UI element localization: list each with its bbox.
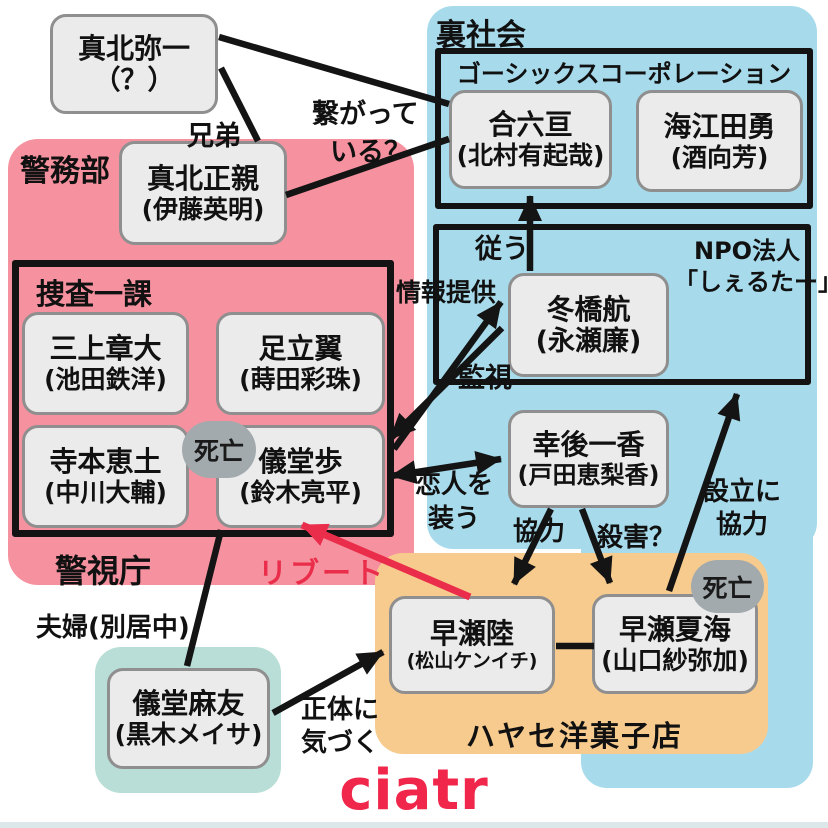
person-actor: (鈴木亮平) xyxy=(239,478,362,508)
death-badge-natsumi: 死亡 xyxy=(691,560,764,613)
person-name: 足立翼 xyxy=(258,332,343,366)
person-name: 幸後一香 xyxy=(532,428,645,462)
gothics-corp-frame xyxy=(435,48,813,209)
person-kogo-ichika: 幸後一香 (戸田恵梨香) xyxy=(508,410,669,508)
hayase-shop-label: ハヤセ洋菓子店 xyxy=(466,719,684,753)
brothers-label: 兄弟 xyxy=(187,121,241,152)
person-actor: （？） xyxy=(93,64,175,96)
person-actor: (蒔田彩珠) xyxy=(239,365,362,395)
person-actor: (松山ケンイチ) xyxy=(406,650,538,673)
death-badge-label: 死亡 xyxy=(702,573,753,603)
person-name: 早瀬夏海 xyxy=(618,612,731,646)
person-teramoto-keito: 寺本恵土 (中川大輔) xyxy=(22,425,189,528)
person-actor: (戸田恵梨香) xyxy=(517,461,660,490)
person-actor: (山口紗弥加) xyxy=(601,645,749,675)
identity-label: 正体に気づく xyxy=(300,695,379,758)
person-name: 寺本恵土 xyxy=(49,445,162,479)
person-actor: (北村有起哉) xyxy=(456,141,605,171)
person-name: 合六亘 xyxy=(488,108,573,142)
person-name: 冬橋航 xyxy=(546,292,631,326)
cooperate-label: 協力 xyxy=(513,517,566,547)
person-name: 真北弥一 xyxy=(77,31,190,65)
person-fuyuhashi-wataru: 冬橋航 (永瀬廉) xyxy=(508,273,669,377)
ciatr-logo: ciatr xyxy=(339,758,489,823)
person-actor: (永瀬廉) xyxy=(535,325,642,357)
person-name: 儀堂麻友 xyxy=(132,687,245,721)
person-mikami-shota: 三上章大 (池田鉄洋) xyxy=(22,312,189,415)
person-actor: (池田鉄洋) xyxy=(44,365,167,395)
person-makita-yaichi: 真北弥一 （？） xyxy=(50,14,218,114)
unit1-label: 捜査一課 xyxy=(36,277,153,311)
connected-label-line1: 繋がって xyxy=(312,99,419,130)
reboot-label: リブート xyxy=(258,556,387,590)
person-hayase-natsumi: 早瀬夏海 (山口紗弥加) xyxy=(592,594,758,694)
bottom-strip xyxy=(0,822,828,828)
underworld-label: 裏社会 xyxy=(436,18,526,53)
person-name: 早瀬陸 xyxy=(429,617,514,651)
person-actor: (伊藤英明) xyxy=(141,194,265,224)
founding-label: 設立に協力 xyxy=(702,477,781,540)
person-actor: (酒向芳) xyxy=(670,142,769,172)
info-provide-label: 情報提供 xyxy=(396,278,497,307)
person-actor: (黒木メイサ) xyxy=(114,720,263,750)
person-gido-mayu: 儀堂麻友 (黒木メイサ) xyxy=(107,668,270,769)
police-dept-label: 警務部 xyxy=(20,154,110,189)
person-kaieda-isamu: 海江田勇 (酒向芳) xyxy=(636,90,803,192)
npo-label-line2: 「しぇるたー」 xyxy=(674,268,828,296)
person-name: 儀堂歩 xyxy=(258,445,343,479)
death-badge-label: 死亡 xyxy=(193,436,244,466)
person-adachi-tsubasa: 足立翼 (蒔田彩珠) xyxy=(216,312,385,415)
connected-label-line2: いる？ xyxy=(330,137,411,168)
person-gido-ayumu: 儀堂歩 (鈴木亮平) xyxy=(216,425,385,528)
person-name: 真北正親 xyxy=(146,161,259,195)
death-badge-ayumu: 死亡 xyxy=(182,421,256,478)
person-name: 海江田勇 xyxy=(663,109,776,143)
person-goroku-wataru: 合六亘 (北村有起哉) xyxy=(449,90,612,189)
murder-label: 殺害？ xyxy=(597,523,676,553)
person-hayase-riku: 早瀬陸 (松山ケンイチ) xyxy=(389,596,555,694)
police-hq-label: 警視庁 xyxy=(55,552,152,590)
person-actor: (中川大輔) xyxy=(44,478,167,508)
obey-label: 従う xyxy=(475,234,529,265)
person-name: 三上章大 xyxy=(49,332,162,366)
gothics-corp-label: ゴーシックスコーポレーション xyxy=(456,60,792,88)
lovers-label: 恋人を装う xyxy=(414,470,493,534)
couple-separated-label: 夫婦(別居中) xyxy=(36,613,190,643)
npo-label-line1: NPO法人 xyxy=(694,237,801,265)
person-makita-masachika: 真北正親 (伊藤英明) xyxy=(119,141,287,245)
surveillance-label: 監視 xyxy=(458,363,512,394)
